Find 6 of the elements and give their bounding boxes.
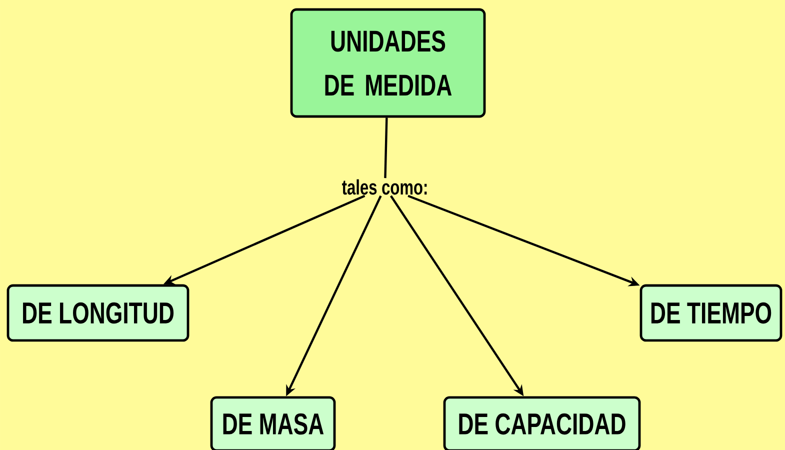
concept-box: UNIDADES DE MEDIDA — [290, 8, 486, 118]
linking-phrase: tales como: — [342, 179, 427, 195]
concept-box: DE TIEMPO — [640, 284, 782, 342]
concept-box: DE LONGITUD — [6, 284, 190, 342]
concept-box: DE MASA — [210, 396, 336, 450]
concept-box: DE CAPACIDAD — [443, 396, 641, 450]
